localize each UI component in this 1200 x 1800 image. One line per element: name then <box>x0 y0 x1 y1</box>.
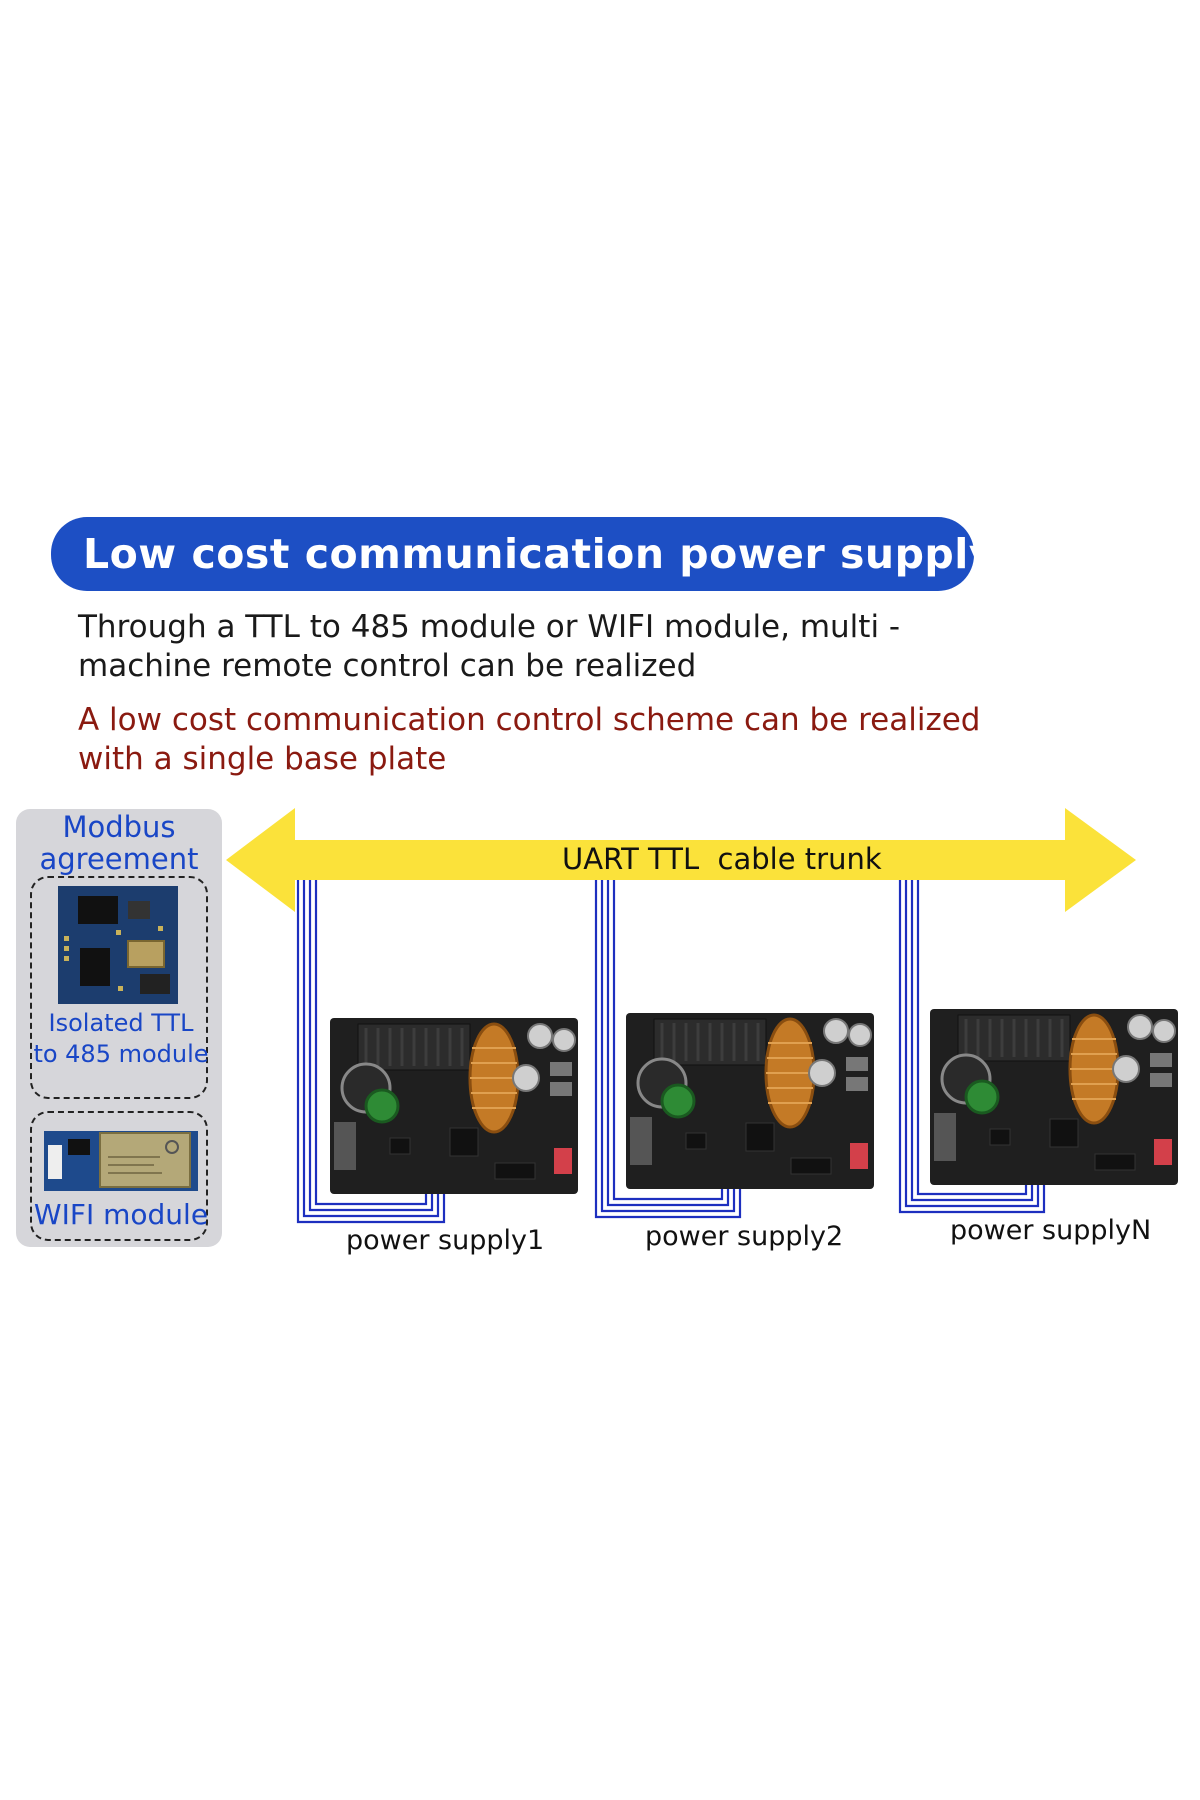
highlight-line-2: with a single base plate <box>78 741 447 777</box>
wifi-module-box: WIFI module <box>30 1111 208 1241</box>
description-line-1: Through a TTL to 485 module or WIFI modu… <box>78 609 901 645</box>
modbus-heading-line-2: agreement <box>39 842 199 876</box>
highlight-line-1: A low cost communication control scheme … <box>78 702 981 738</box>
power-supply-label-n: power supplyN <box>950 1215 1152 1246</box>
highlight-description: A low cost communication control scheme … <box>78 701 1038 779</box>
ttl-485-label-line-1: Isolated TTL <box>48 1009 194 1037</box>
description-line-2: machine remote control can be realized <box>78 648 697 684</box>
trunk-arrow <box>226 808 1136 912</box>
side-panel: Modbus agreement Isolated TTL to 485 mod… <box>16 809 222 1247</box>
ttl-485-module-image <box>58 886 178 1004</box>
ttl-485-module-label: Isolated TTL to 485 module <box>21 1008 221 1070</box>
power-supply-board-1 <box>330 1018 578 1194</box>
title-banner: Low cost communication power supply <box>51 517 996 591</box>
power-supply-label-2: power supply2 <box>645 1221 844 1252</box>
modbus-heading: Modbus agreement <box>16 811 222 875</box>
power-supply-board-n <box>930 1009 1178 1185</box>
modbus-heading-line-1: Modbus <box>62 810 176 844</box>
ttl-485-module-box: Isolated TTL to 485 module <box>30 876 209 1099</box>
trunk-label: UART TTL cable trunk <box>562 842 882 876</box>
description: Through a TTL to 485 module or WIFI modu… <box>78 608 1038 686</box>
power-supply-label-1: power supply1 <box>346 1225 545 1256</box>
page-title: Low cost communication power supply <box>83 530 997 578</box>
ttl-485-label-line-2: to 485 module <box>33 1040 209 1068</box>
wifi-module-image <box>44 1131 198 1191</box>
wifi-module-label: WIFI module <box>33 1198 209 1231</box>
power-supply-board-2 <box>626 1013 874 1189</box>
